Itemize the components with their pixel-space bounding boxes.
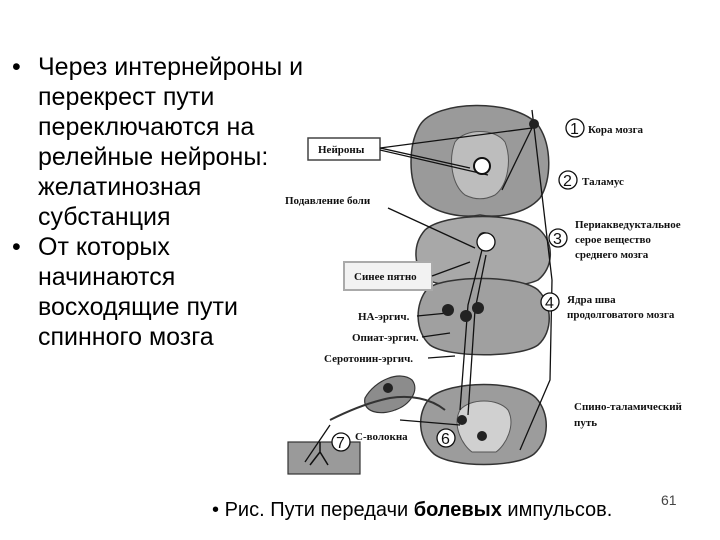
label-cortex: Кора мозга xyxy=(588,124,644,136)
bullet-text-1: Через интернейроны и перекрест пути пере… xyxy=(38,53,304,231)
raphe-neuron-1 xyxy=(442,304,454,316)
label-raphe-1: Ядра шва xyxy=(567,294,616,306)
label-neurons: Нейроны xyxy=(318,144,365,156)
raphe-neuron-3 xyxy=(472,302,484,314)
label-raphe-2: продолговатого мозга xyxy=(567,309,675,321)
label-na-ergic: НА-эргич. xyxy=(358,311,410,323)
neurons-box xyxy=(307,137,381,161)
c-fiber-line xyxy=(399,419,461,426)
step-7-number: 7 xyxy=(336,435,345,452)
step-numbers: 1 2 3 4 6 7 xyxy=(331,118,585,452)
label-serotonin-ergic: Серотонин-эргич. xyxy=(324,353,413,365)
step-2-number: 2 xyxy=(563,173,572,190)
spinal-gray-matter xyxy=(456,400,512,453)
thalamus-cortex xyxy=(501,127,533,191)
raphe-neuron-2 xyxy=(460,310,472,322)
skin-receptor xyxy=(309,442,329,466)
step-3-number: 3 xyxy=(553,231,562,248)
step-6-number: 6 xyxy=(441,431,450,448)
label-locus-coeruleus: Синее пятно xyxy=(354,271,417,283)
line-locus xyxy=(431,261,471,277)
label-thalamus: Таламус xyxy=(582,176,624,188)
slide-number: 61 xyxy=(661,492,677,508)
nerve-fiber xyxy=(329,395,446,421)
step-1-circle xyxy=(565,118,585,138)
figure-caption: • Рис. Пути передачи болевых импульсов. xyxy=(212,497,612,523)
bullet-dot: • xyxy=(12,53,21,81)
step-3-circle xyxy=(548,228,568,248)
thalamus-neuron xyxy=(473,157,491,175)
line-neurons-cortex-2 xyxy=(379,127,533,149)
label-pag-3: среднего мозга xyxy=(575,249,649,261)
step-2b-circle xyxy=(476,232,496,252)
step-2-circle xyxy=(558,170,578,190)
line-serotonin xyxy=(427,355,456,359)
label-spinothalamic-2: путь xyxy=(574,417,597,429)
bullet-item-2: • От которых начинаются восходящие пути с… xyxy=(8,232,308,352)
label-pain-suppression: Подавление боли xyxy=(285,195,371,207)
bullet-dot: • xyxy=(12,233,21,261)
line-opiate xyxy=(421,332,451,338)
pain-pathways-diagram: 1 2 3 4 6 7 Нейроны Подавление боли Сине… xyxy=(285,104,683,475)
caption-bold: болевых xyxy=(413,499,502,521)
dorsal-root-ganglion xyxy=(364,375,416,414)
line-neurons-thalamus xyxy=(379,149,489,176)
step-1-number: 1 xyxy=(570,121,579,138)
ganglion-neuron xyxy=(383,383,393,393)
medulla-section xyxy=(417,277,550,356)
spinal-neuron-1 xyxy=(457,415,467,425)
descending-path xyxy=(459,249,483,411)
cortex-neuron xyxy=(529,119,539,129)
bullet-item-1: • Через интернейроны и перекрест пути пер… xyxy=(8,52,308,232)
step-7-circle xyxy=(331,432,351,452)
caption-suffix: импульсов. xyxy=(501,499,613,521)
line-neurons-cortex xyxy=(379,147,471,169)
arrow-to-skin xyxy=(304,424,331,463)
midbrain-section xyxy=(415,215,551,289)
step-4-circle xyxy=(540,292,560,312)
spinal-neuron-2 xyxy=(477,431,487,441)
bullet-text-2: От которых начинаются восходящие пути сп… xyxy=(38,233,238,351)
label-opiate-ergic: Опиат-эргич. xyxy=(352,332,419,344)
label-pag-2: серое вещество xyxy=(575,234,651,246)
label-spinothalamic-1: Спино-таламический xyxy=(574,401,683,413)
label-pag-1: Периакведуктальное xyxy=(575,219,681,231)
caption-prefix: Рис. Пути передачи xyxy=(224,499,414,521)
bullet-list: • Через интернейроны и перекрест пути пер… xyxy=(8,52,308,352)
line-na xyxy=(416,312,449,317)
line-suppression xyxy=(387,207,476,249)
brain-sections xyxy=(410,104,551,466)
caption-bullet: • xyxy=(212,499,220,521)
step-4-number: 4 xyxy=(545,295,554,312)
step-6-circle xyxy=(436,428,456,448)
ascending-path xyxy=(519,109,553,451)
label-c-fibers: С-волокна xyxy=(355,431,408,443)
connection-lines xyxy=(304,109,553,463)
